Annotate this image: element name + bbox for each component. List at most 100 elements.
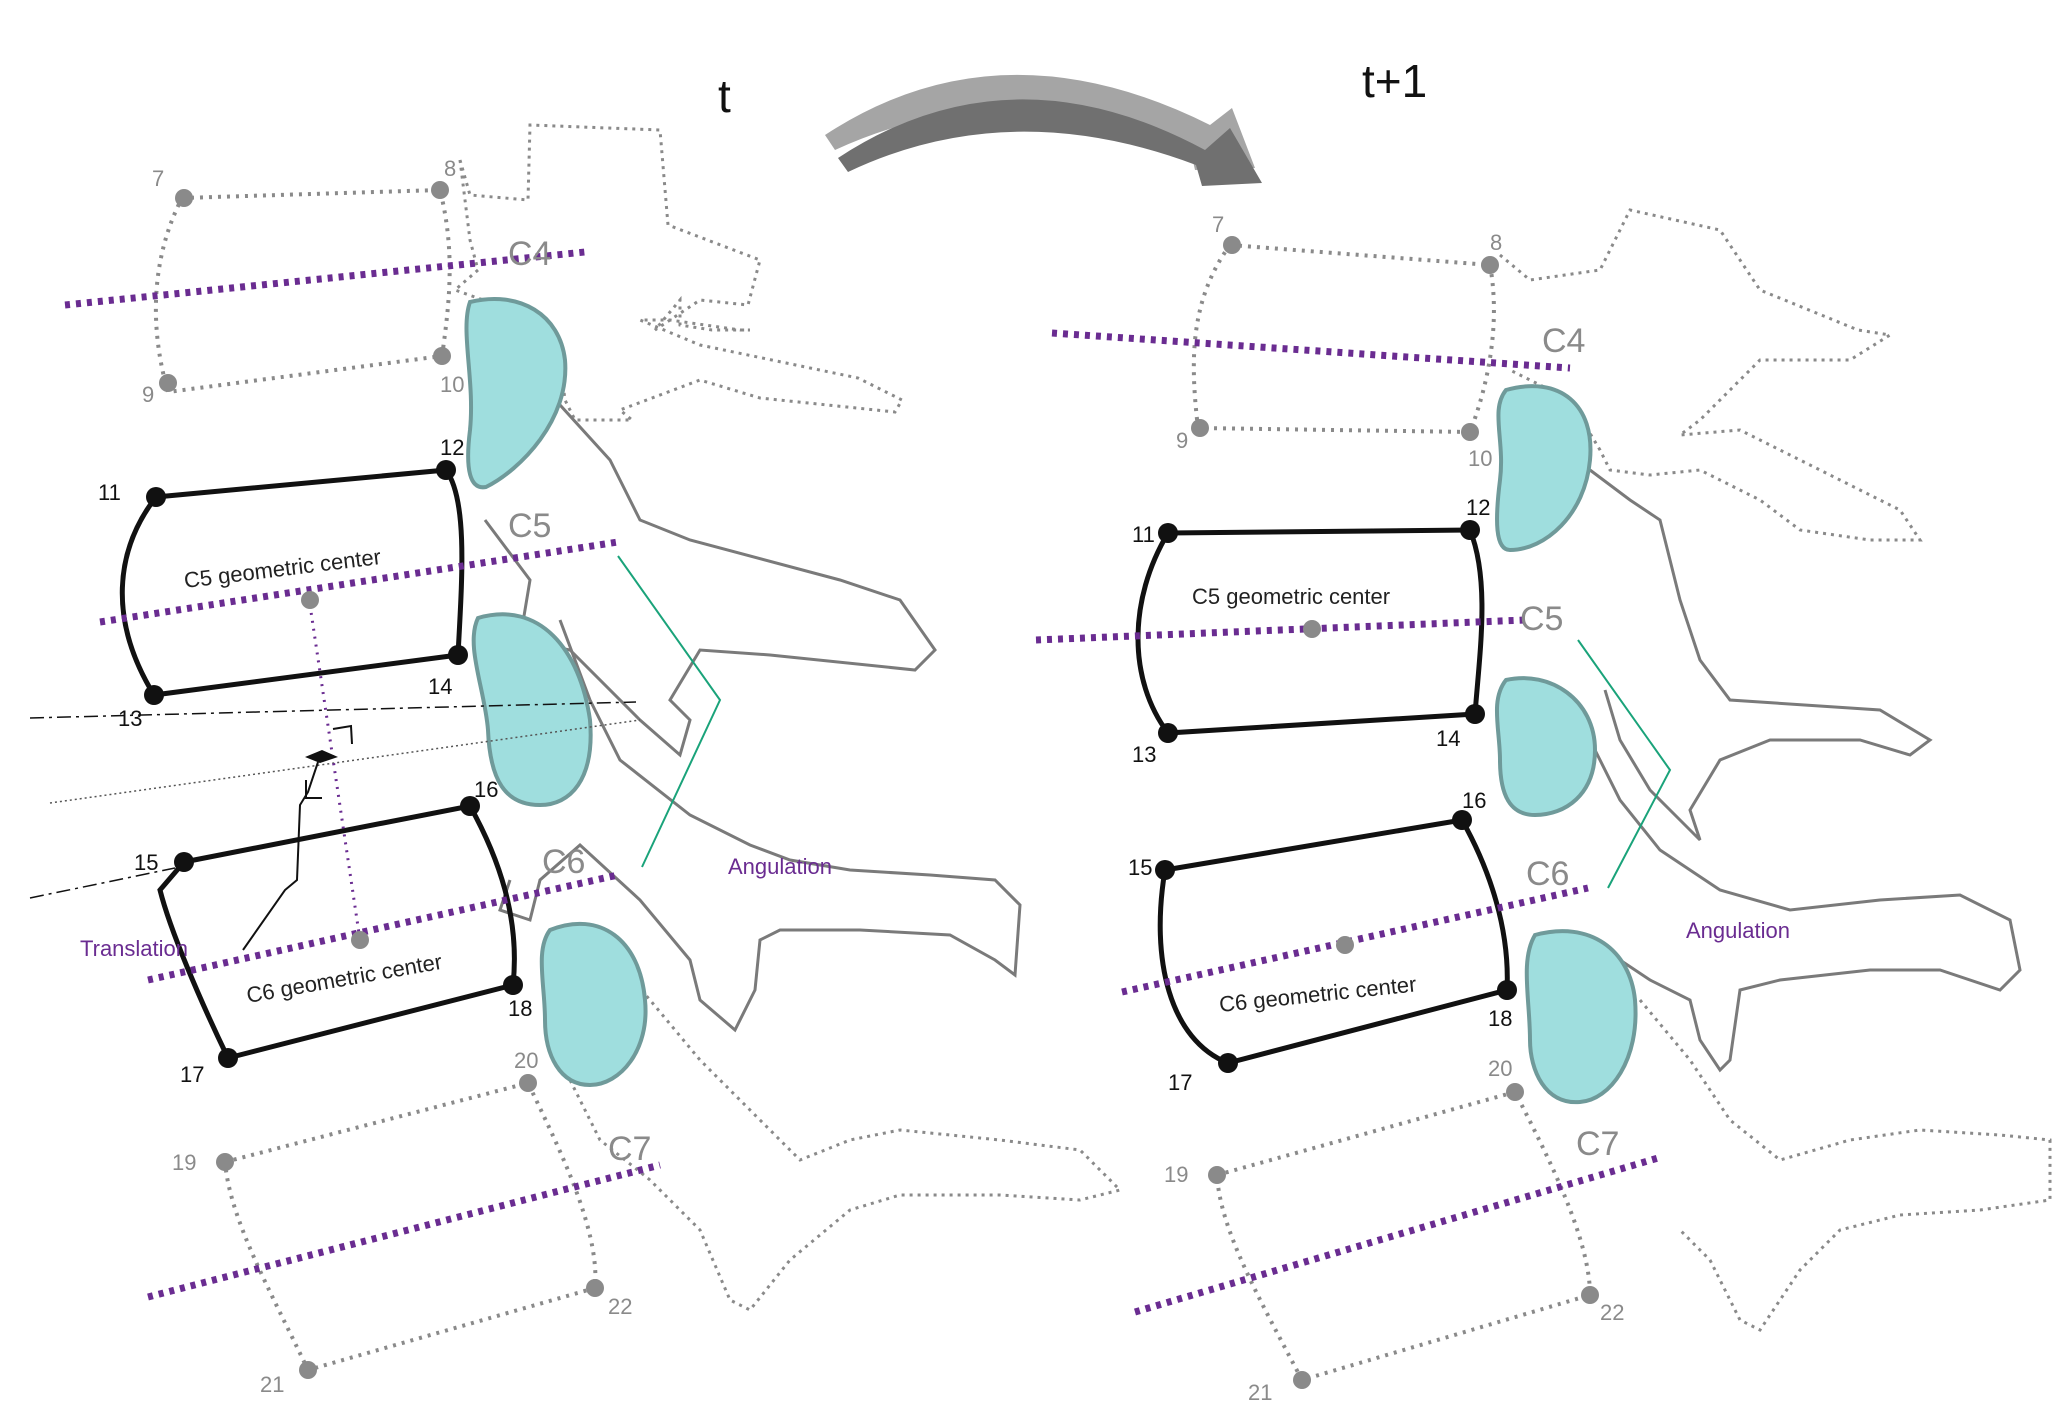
c6-facet-joint[interactable] [539,921,648,1088]
left-panel: 7 8 9 10 11 12 13 14 15 16 17 18 19 20 2… [29,123,1123,1397]
landmark-point-21[interactable] [299,1361,317,1379]
landmark-point-10-t1[interactable] [1461,423,1479,441]
c6-body-outline-t1[interactable] [1157,817,1510,1066]
landmark-point-14-t1[interactable] [1465,704,1485,724]
c7-posterior-outline-t1 [1638,999,2052,1332]
landmark-point-21-t1[interactable] [1293,1371,1311,1389]
point-label-16-t1: 16 [1462,788,1486,813]
landmark-point-19[interactable] [216,1153,234,1171]
landmark-point-15[interactable] [174,852,194,872]
vertebra-label-c6: C6 [542,843,585,881]
point-label-22-t1: 22 [1600,1300,1624,1325]
landmark-point-8-t1[interactable] [1481,256,1499,274]
c7-midplane-line [147,1161,661,1301]
translation-ref-line-middle [49,719,641,804]
point-label-17: 17 [180,1062,204,1087]
landmark-point-17[interactable] [218,1048,238,1068]
landmark-point-9[interactable] [159,374,177,392]
point-label-14-t1: 14 [1436,726,1460,751]
c6-geometric-center-point[interactable] [351,931,369,949]
landmark-point-20-t1[interactable] [1506,1083,1524,1101]
vertebra-label-c6-t1: C6 [1526,855,1569,893]
c7-body-outline [222,1080,598,1373]
c5-body-outline-t1[interactable] [1135,527,1485,736]
landmark-point-10[interactable] [433,347,451,365]
angulation-label-t1: Angulation [1686,918,1790,943]
c7-midplane-line-t1 [1134,1154,1659,1316]
c5-posterior-outline [469,393,937,758]
c6-center-label-t1: C6 geometric center [1218,971,1418,1017]
landmark-point-18-t1[interactable] [1497,980,1517,1000]
landmark-point-22[interactable] [586,1279,604,1297]
point-label-15-t1: 15 [1128,855,1152,880]
translation-ref-line-lower [29,867,176,899]
point-label-21-t1: 21 [1248,1380,1272,1405]
c5-facet-joint[interactable] [471,612,593,808]
vertebra-label-c5-t1: C5 [1520,600,1563,638]
point-label-22: 22 [608,1294,632,1319]
angulation-lines [617,555,722,868]
landmark-point-16[interactable] [460,796,480,816]
c4-facet-joint-t1[interactable] [1495,384,1593,553]
c5-geometric-center-point[interactable] [301,591,319,609]
landmark-point-9-t1[interactable] [1191,419,1209,437]
landmark-point-18[interactable] [503,975,523,995]
point-label-9: 9 [142,382,154,407]
c4-body-outline-t1 [1191,242,1496,435]
translation-ref-line-upper [29,701,637,719]
point-label-21: 21 [260,1372,284,1397]
landmark-point-12[interactable] [436,460,456,480]
c6-facet-joint-t1[interactable] [1524,929,1638,1105]
landmark-point-7[interactable] [175,189,193,207]
c6-midplane-line [147,871,619,984]
landmark-point-13-t1[interactable] [1158,723,1178,743]
translation-leader-line [242,761,319,951]
point-label-8: 8 [444,156,456,181]
c5-facet-joint-t1[interactable] [1494,676,1598,818]
c4-posterior-outline-t1 [1499,208,1923,542]
vertebra-label-c5: C5 [508,507,551,545]
c4-midplane-line [64,248,586,309]
point-label-9-t1: 9 [1176,428,1188,453]
landmark-point-13[interactable] [144,685,164,705]
landmark-point-11-t1[interactable] [1158,523,1178,543]
c6-geometric-center-point-t1[interactable] [1336,936,1354,954]
point-label-14: 14 [428,674,452,699]
point-label-7: 7 [152,166,164,191]
time-label-t: t [718,70,731,122]
landmark-point-12-t1[interactable] [1460,520,1480,540]
vertebra-label-c7: C7 [608,1130,651,1168]
vertebra-label-c4-t1: C4 [1542,322,1585,360]
landmark-point-20[interactable] [519,1074,537,1092]
c4-body-outline [153,187,452,395]
c5-posterior-outline-t1 [1589,468,1933,842]
landmark-point-14[interactable] [448,645,468,665]
point-label-18-t1: 18 [1488,1006,1512,1031]
right-panel: 7 8 9 10 11 12 13 14 15 16 17 18 19 20 2… [1035,208,2052,1405]
c4-facet-joint[interactable] [464,297,568,490]
center-connector-line [308,604,362,941]
landmark-point-8[interactable] [431,181,449,199]
point-label-13: 13 [118,706,142,731]
c6-posterior-outline [498,619,1022,1033]
c5-body-outline[interactable] [119,467,465,698]
landmark-point-11[interactable] [146,487,166,507]
landmark-point-22-t1[interactable] [1581,1286,1599,1304]
point-label-20-t1: 20 [1488,1056,1512,1081]
c5-geometric-center-point-t1[interactable] [1303,620,1321,638]
landmark-point-16-t1[interactable] [1452,810,1472,830]
landmark-point-19-t1[interactable] [1208,1166,1226,1184]
point-label-7-t1: 7 [1212,212,1224,237]
point-label-19-t1: 19 [1164,1162,1188,1187]
c7-posterior-outline [568,959,1123,1312]
point-label-13-t1: 13 [1132,742,1156,767]
point-label-11: 11 [98,480,121,505]
c6-body-outline[interactable] [157,803,517,1061]
landmark-point-17-t1[interactable] [1218,1053,1238,1073]
point-label-12: 12 [440,435,464,460]
landmark-point-7-t1[interactable] [1223,236,1241,254]
point-label-10-t1: 10 [1468,446,1492,471]
landmark-point-15-t1[interactable] [1155,860,1175,880]
angulation-label: Angulation [728,854,832,879]
